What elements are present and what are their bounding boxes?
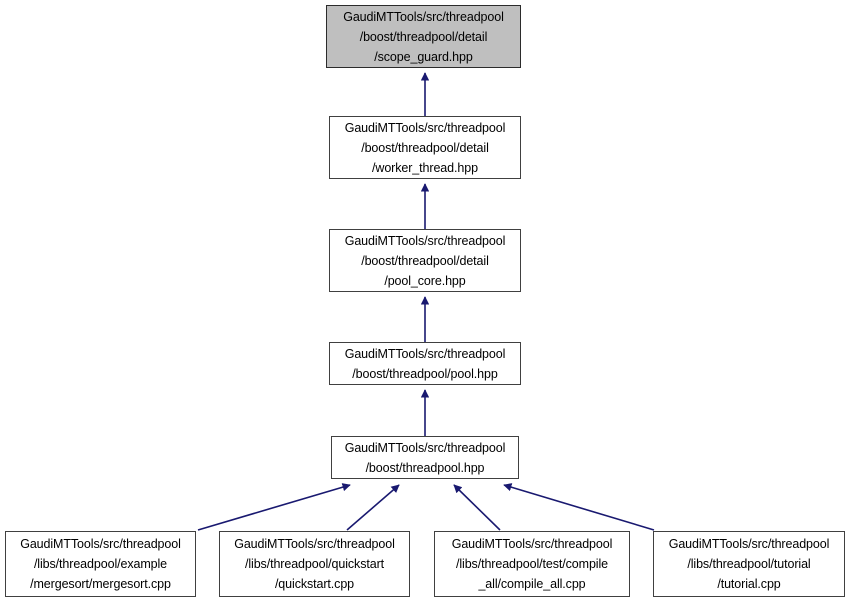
node-label-line: GaudiMTTools/src/threadpool [344, 346, 506, 361]
node-label-tutorial: GaudiMTTools/src/threadpool /libs/thread… [665, 534, 834, 594]
node-compile-all-cpp[interactable]: GaudiMTTools/src/threadpool /libs/thread… [434, 531, 630, 597]
node-label-line: /boost/threadpool/detail [361, 140, 489, 155]
node-label-quickstart: GaudiMTTools/src/threadpool /libs/thread… [230, 534, 399, 594]
node-label-line: GaudiMTTools/src/threadpool [668, 537, 830, 551]
node-label-line: _all/compile_all.cpp [478, 577, 586, 591]
node-label-pool: GaudiMTTools/src/threadpool /boost/threa… [341, 344, 510, 384]
edge-compile_all-to-threadpool [453, 484, 501, 531]
node-label-line: /libs/threadpool/test/compile [455, 557, 609, 571]
node-threadpool-hpp[interactable]: GaudiMTTools/src/threadpool /boost/threa… [331, 436, 519, 479]
node-label-line: /scope_guard.hpp [374, 49, 473, 64]
node-label-scope-guard: GaudiMTTools/src/threadpool /boost/threa… [339, 7, 508, 67]
node-label-line: GaudiMTTools/src/threadpool [451, 537, 613, 551]
node-tutorial-cpp[interactable]: GaudiMTTools/src/threadpool /libs/thread… [653, 531, 845, 597]
node-label-line: /libs/threadpool/example [33, 557, 168, 571]
node-label-line: /mergesort/mergesort.cpp [30, 577, 171, 591]
node-label-line: /tutorial.cpp [717, 577, 781, 591]
node-label-line: /libs/threadpool/tutorial [687, 557, 811, 571]
node-label-line: GaudiMTTools/src/threadpool [344, 233, 506, 248]
node-label-line: /quickstart.cpp [274, 577, 355, 591]
node-label-line: /boost/threadpool.hpp [365, 460, 485, 475]
node-label-line: /boost/threadpool/pool.hpp [352, 366, 498, 381]
node-scope-guard-hpp[interactable]: GaudiMTTools/src/threadpool /boost/threa… [326, 5, 521, 68]
node-label-line: GaudiMTTools/src/threadpool [344, 440, 506, 455]
node-label-line: /worker_thread.hpp [372, 160, 478, 175]
node-label-line: GaudiMTTools/src/threadpool [20, 537, 181, 551]
node-label-line: /libs/threadpool/quickstart [244, 557, 385, 571]
edge-mergesort-to-threadpool [197, 483, 351, 531]
edge-tutorial-to-threadpool [503, 483, 655, 531]
node-label-line: /boost/threadpool/detail [359, 29, 488, 44]
node-label-compile-all: GaudiMTTools/src/threadpool /libs/thread… [448, 534, 617, 594]
node-pool-hpp[interactable]: GaudiMTTools/src/threadpool /boost/threa… [329, 342, 521, 385]
node-label-line: GaudiMTTools/src/threadpool [343, 9, 504, 24]
node-label-mergesort: GaudiMTTools/src/threadpool /libs/thread… [16, 534, 185, 594]
node-label-worker-thread: GaudiMTTools/src/threadpool /boost/threa… [341, 118, 510, 178]
node-quickstart-cpp[interactable]: GaudiMTTools/src/threadpool /libs/thread… [219, 531, 410, 597]
edge-quickstart-to-threadpool [346, 484, 400, 531]
node-label-line: /pool_core.hpp [384, 273, 466, 288]
node-label-threadpool: GaudiMTTools/src/threadpool /boost/threa… [341, 438, 510, 478]
node-label-line: GaudiMTTools/src/threadpool [344, 120, 506, 135]
node-label-pool-core: GaudiMTTools/src/threadpool /boost/threa… [341, 231, 510, 291]
node-pool-core-hpp[interactable]: GaudiMTTools/src/threadpool /boost/threa… [329, 229, 521, 292]
node-label-line: /boost/threadpool/detail [361, 253, 489, 268]
node-worker-thread-hpp[interactable]: GaudiMTTools/src/threadpool /boost/threa… [329, 116, 521, 179]
node-mergesort-cpp[interactable]: GaudiMTTools/src/threadpool /libs/thread… [5, 531, 196, 597]
node-label-line: GaudiMTTools/src/threadpool [234, 537, 395, 551]
